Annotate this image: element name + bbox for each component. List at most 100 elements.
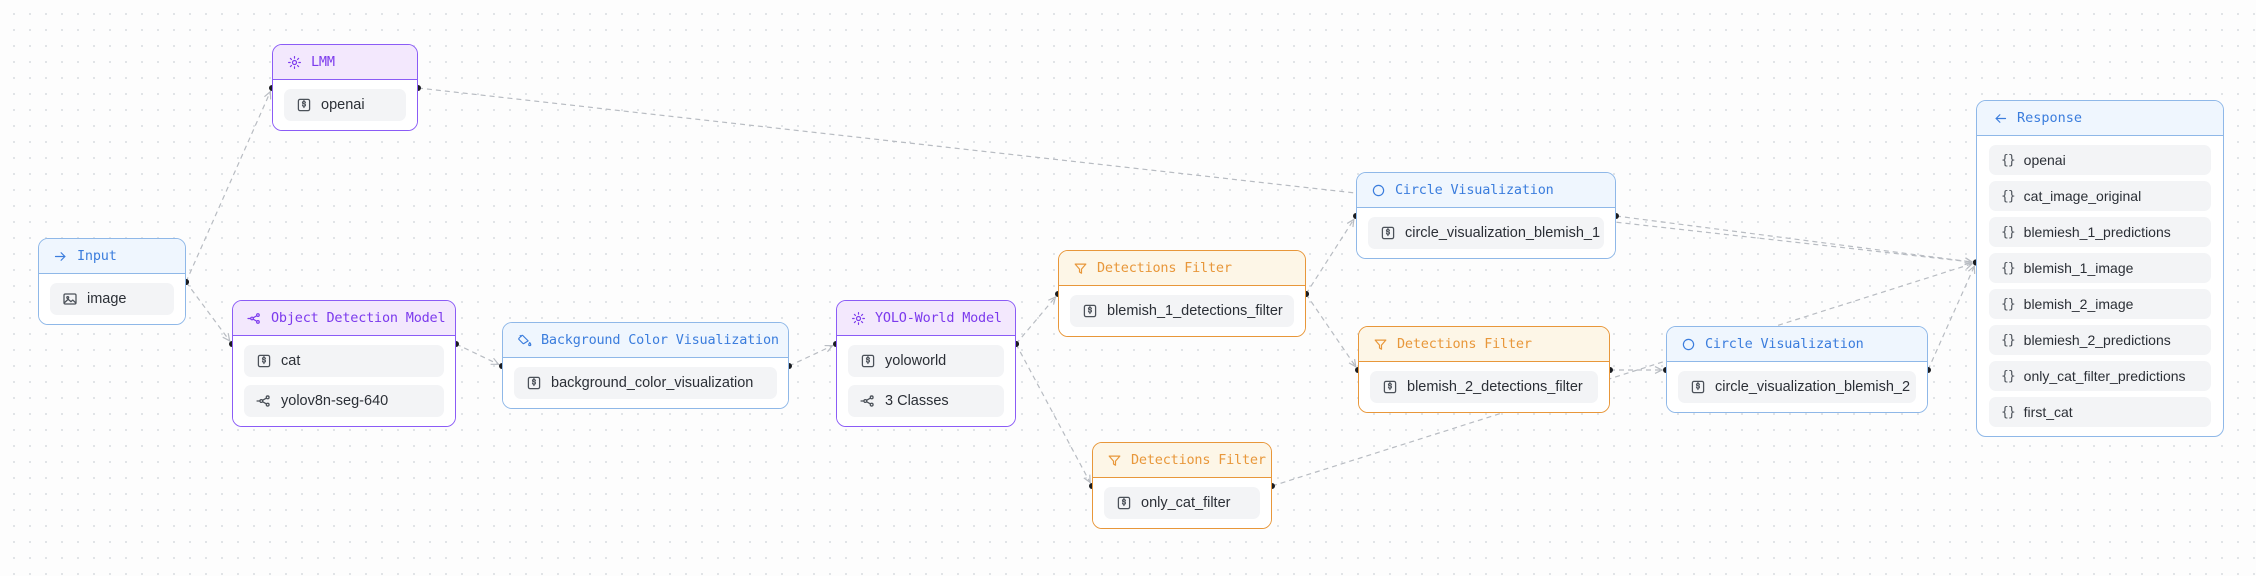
node-row[interactable]: background_color_visualization bbox=[514, 367, 777, 399]
funnel-icon bbox=[1107, 453, 1122, 468]
braces-icon: {} bbox=[2001, 260, 2016, 276]
edge-detections-filter-blemish-2-to-circle-visualization-blemish-2 bbox=[1607, 366, 1669, 374]
braces-icon: {} bbox=[2001, 368, 2016, 384]
node-header-object-detection-model[interactable]: Object Detection Model bbox=[233, 301, 455, 336]
node-header-input[interactable]: Input bbox=[39, 239, 185, 274]
response-output-item[interactable]: {} blemish_1_image bbox=[1989, 253, 2211, 283]
node-row-label: yolov8n-seg-640 bbox=[281, 393, 389, 409]
response-panel[interactable]: Response{}openai{}cat_image_original{}bl… bbox=[1976, 100, 2224, 437]
graph-node-icon bbox=[247, 311, 262, 326]
edge-lmm-to-response bbox=[415, 85, 1979, 266]
response-output-label: first_cat bbox=[2023, 404, 2073, 420]
block-icon bbox=[860, 353, 876, 369]
node-object-detection-model[interactable]: Object Detection Model cat yolov8n-seg-640 bbox=[232, 300, 456, 427]
node-row-label: background_color_visualization bbox=[551, 375, 754, 391]
node-body-background-color-visualization: background_color_visualization bbox=[503, 358, 788, 408]
node-circle-visualization-blemish-2[interactable]: Circle Visualization circle_visualization… bbox=[1666, 326, 1928, 413]
edge-detections-filter-blemish-1-to-detections-filter-blemish-2 bbox=[1303, 291, 1361, 373]
node-detections-filter-only-cat[interactable]: Detections Filter only_cat_filter bbox=[1092, 442, 1272, 529]
node-detections-filter-blemish-2[interactable]: Detections Filter blemish_2_detections_fi… bbox=[1358, 326, 1610, 413]
node-body-lmm: openai bbox=[273, 80, 417, 130]
node-background-color-visualization[interactable]: Background Color Visualization background… bbox=[502, 322, 789, 409]
response-output-item[interactable]: {} first_cat bbox=[1989, 397, 2211, 427]
response-output-item[interactable]: {}openai bbox=[1989, 145, 2211, 175]
node-title: Background Color Visualization bbox=[541, 332, 779, 348]
funnel-icon bbox=[1073, 261, 1088, 276]
node-body-detections-filter-blemish-1: blemish_1_detections_filter bbox=[1059, 286, 1305, 336]
block-icon bbox=[296, 97, 312, 113]
response-panel-title: Response bbox=[2017, 110, 2083, 126]
node-row-label: only_cat_filter bbox=[1141, 495, 1231, 511]
node-row[interactable]: blemish_2_detections_filter bbox=[1370, 371, 1598, 403]
arrow-right-icon bbox=[53, 249, 68, 264]
node-row[interactable]: blemish_1_detections_filter bbox=[1070, 295, 1294, 327]
node-title: Object Detection Model bbox=[271, 310, 446, 326]
node-title: Detections Filter bbox=[1397, 336, 1532, 352]
node-body-circle-visualization-blemish-1: circle_visualization_blemish_1 bbox=[1357, 208, 1615, 258]
image-icon bbox=[62, 291, 78, 307]
node-row[interactable]: 3 Classes bbox=[848, 385, 1004, 417]
node-input[interactable]: Input image bbox=[38, 238, 186, 325]
response-output-label: only_cat_filter_predictions bbox=[2023, 368, 2186, 384]
block-icon bbox=[1690, 379, 1706, 395]
braces-icon: {} bbox=[2001, 188, 2016, 204]
node-row[interactable]: image bbox=[50, 283, 174, 315]
node-header-detections-filter-only-cat[interactable]: Detections Filter bbox=[1093, 443, 1271, 478]
response-output-label: blemish_2_image bbox=[2023, 296, 2134, 312]
node-header-yolo-world-model[interactable]: YOLO-World Model bbox=[837, 301, 1015, 336]
node-header-circle-visualization-blemish-2[interactable]: Circle Visualization bbox=[1667, 327, 1927, 362]
node-body-object-detection-model: cat yolov8n-seg-640 bbox=[233, 336, 455, 426]
response-panel-header[interactable]: Response bbox=[1977, 101, 2223, 136]
node-body-detections-filter-blemish-2: blemish_2_detections_filter bbox=[1359, 362, 1609, 412]
node-body-circle-visualization-blemish-2: circle_visualization_blemish_2 bbox=[1667, 362, 1927, 412]
block-icon bbox=[1380, 225, 1396, 241]
response-output-item[interactable]: {}blemiesh_2_predictions bbox=[1989, 325, 2211, 355]
funnel-icon bbox=[1373, 337, 1388, 352]
node-body-input: image bbox=[39, 274, 185, 324]
node-yolo-world-model[interactable]: YOLO-World Model yoloworld 3 Classes bbox=[836, 300, 1016, 427]
paint-bucket-icon bbox=[517, 333, 532, 348]
circle-icon bbox=[1371, 183, 1386, 198]
node-header-background-color-visualization[interactable]: Background Color Visualization bbox=[503, 323, 788, 358]
node-row[interactable]: yolov8n-seg-640 bbox=[244, 385, 444, 417]
response-output-item[interactable]: {} only_cat_filter_predictions bbox=[1989, 361, 2211, 391]
block-icon bbox=[526, 375, 542, 391]
response-output-item[interactable]: {}cat_image_original bbox=[1989, 181, 2211, 211]
braces-icon: {} bbox=[2001, 404, 2016, 420]
node-header-detections-filter-blemish-1[interactable]: Detections Filter bbox=[1059, 251, 1305, 286]
node-row-label: cat bbox=[281, 353, 301, 369]
node-circle-visualization-blemish-1[interactable]: Circle Visualization circle_visualization… bbox=[1356, 172, 1616, 259]
node-header-circle-visualization-blemish-1[interactable]: Circle Visualization bbox=[1357, 173, 1615, 208]
response-output-label: blemiesh_2_predictions bbox=[2023, 332, 2171, 348]
node-row[interactable]: cat bbox=[244, 345, 444, 377]
node-row[interactable]: only_cat_filter bbox=[1104, 487, 1260, 519]
node-row[interactable]: openai bbox=[284, 89, 406, 121]
response-output-label: blemish_1_image bbox=[2023, 260, 2134, 276]
node-title: LMM bbox=[311, 54, 335, 70]
node-row[interactable]: circle_visualization_blemish_2 bbox=[1678, 371, 1916, 403]
node-title: Circle Visualization bbox=[1395, 182, 1554, 198]
node-row-label: yoloworld bbox=[885, 353, 947, 369]
node-body-yolo-world-model: yoloworld 3 Classes bbox=[837, 336, 1015, 426]
edge-input-to-lmm bbox=[183, 85, 275, 285]
node-lmm[interactable]: LMM openai bbox=[272, 44, 418, 131]
node-row-label: circle_visualization_blemish_2 bbox=[1715, 379, 1911, 395]
node-row-label: openai bbox=[321, 97, 365, 113]
response-output-item[interactable]: {} blemiesh_1_predictions bbox=[1989, 217, 2211, 247]
gear-icon bbox=[851, 311, 866, 326]
edge-detections-filter-blemish-1-to-circle-visualization-blemish-1 bbox=[1303, 213, 1359, 297]
braces-icon: {} bbox=[2001, 224, 2016, 240]
node-row[interactable]: circle_visualization_blemish_1 bbox=[1368, 217, 1604, 249]
edge-background-color-visualization-to-yolo-world-model bbox=[786, 341, 839, 369]
response-output-item[interactable]: {} blemish_2_image bbox=[1989, 289, 2211, 319]
node-header-lmm[interactable]: LMM bbox=[273, 45, 417, 80]
node-detections-filter-blemish-1[interactable]: Detections Filter blemish_1_detections_fi… bbox=[1058, 250, 1306, 337]
node-header-detections-filter-blemish-2[interactable]: Detections Filter bbox=[1359, 327, 1609, 362]
braces-icon: {} bbox=[2001, 296, 2016, 312]
edge-yolo-world-model-to-detections-filter-blemish-1 bbox=[1013, 291, 1061, 347]
node-row-label: blemish_1_detections_filter bbox=[1107, 303, 1283, 319]
response-output-label: blemiesh_1_predictions bbox=[2023, 224, 2171, 240]
node-row-label: blemish_2_detections_filter bbox=[1407, 379, 1583, 395]
node-row[interactable]: yoloworld bbox=[848, 345, 1004, 377]
